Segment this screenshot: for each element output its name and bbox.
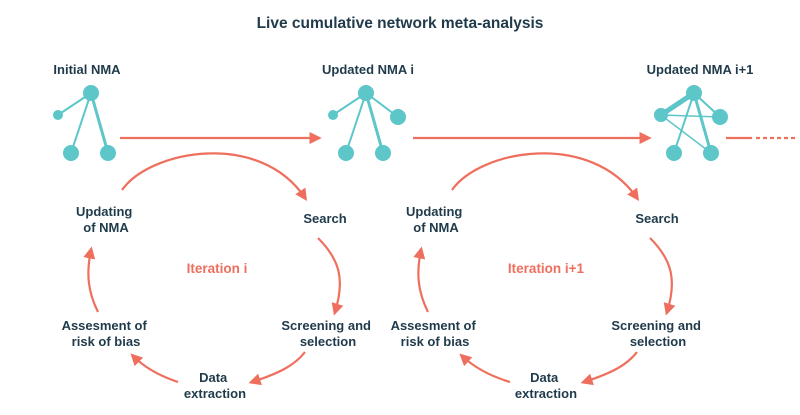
cycle-arrow-to-extraction [580, 351, 638, 386]
iteration-label: Iteration i+1 [508, 261, 585, 276]
network-node [328, 110, 338, 120]
network-node [338, 145, 354, 161]
cycle-arrow-to-extraction [248, 351, 306, 386]
cycle-arrow-to-assessment [130, 353, 179, 384]
network-node [686, 85, 702, 101]
network-graph-initial [53, 85, 116, 161]
network-graph-updated-i [328, 85, 406, 161]
step-label-screening: Screening and selection [611, 318, 704, 349]
step-label-assessment: Assesment of risk of bias [391, 318, 480, 349]
step-label-search: Search [635, 211, 678, 226]
step-label-search: Search [303, 211, 346, 226]
step-label-updating: Updating of NMA [406, 204, 466, 235]
step-label-extraction: Data extraction [184, 370, 246, 401]
network-node [100, 145, 116, 161]
step-label-updating: Updating of NMA [76, 204, 136, 235]
cycle-arrow-to-search [451, 152, 640, 201]
network-node [654, 108, 668, 122]
step-label-extraction: Data extraction [515, 370, 577, 401]
cycle-arrow-to-screening [649, 237, 676, 316]
iteration-cycle-2: Updating of NMA Search Screening and sel… [391, 152, 704, 401]
step-label-assessment: Assesment of risk of bias [62, 318, 151, 349]
network-node [375, 145, 391, 161]
network-node [712, 109, 728, 125]
cycle-arrow-to-search [121, 152, 308, 202]
iteration-label: Iteration i [187, 261, 248, 276]
network-node [63, 145, 79, 161]
cycle-arrow-to-assessment [459, 353, 511, 384]
cycle-arrow-to-updating [83, 246, 99, 313]
stage-label-initial: Initial NMA [53, 62, 121, 77]
network-node [666, 145, 682, 161]
network-node [83, 85, 99, 101]
diagram-title: Live cumulative network meta-analysis [257, 15, 544, 32]
stage-label-updated-i: Updated NMA i [322, 62, 414, 77]
iteration-cycle-1: Updating of NMA Search Screening and sel… [62, 152, 374, 401]
stage-label-updated-i1: Updated NMA i+1 [647, 62, 754, 77]
step-label-screening: Screening and selection [281, 318, 374, 349]
network-node [703, 145, 719, 161]
network-node [390, 109, 406, 125]
network-graph-updated-i1 [654, 85, 728, 161]
cycle-arrow-to-updating [413, 246, 429, 313]
network-node [53, 110, 63, 120]
cycle-arrow-to-screening [317, 237, 344, 316]
network-node [358, 85, 374, 101]
